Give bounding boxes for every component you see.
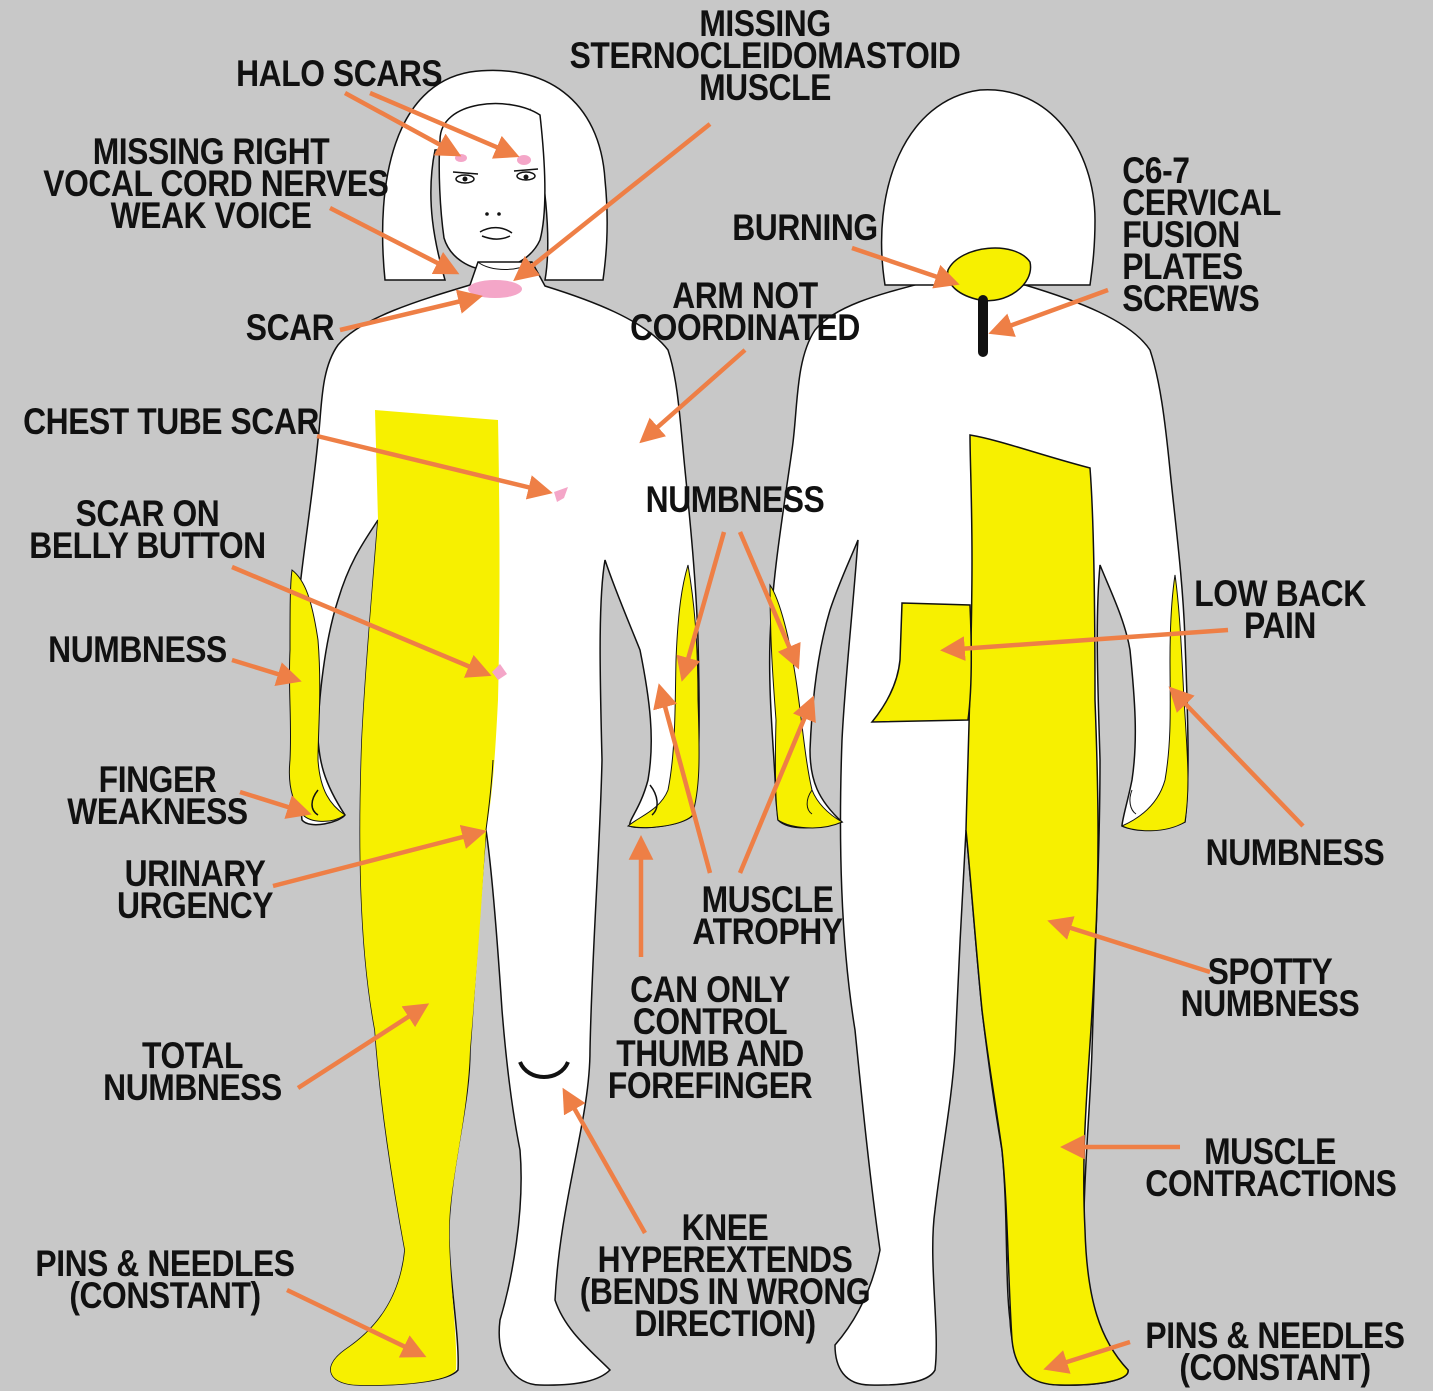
label-line: DIRECTION) [579,1308,871,1340]
label-line: NUMBNESS [100,1072,285,1104]
label-line: BURNING [728,212,883,244]
label-numbness-left: NUMBNESS [45,634,230,666]
label-line: NUMBNESS [1175,988,1364,1020]
label-line: URGENCY [109,890,281,922]
label-line: ATROPHY [675,916,860,948]
label-line: (CONSTANT) [32,1280,299,1312]
label-pins-back: PINS & NEEDLES(CONSTANT) [1142,1320,1409,1384]
label-spotty-numbness: SPOTTYNUMBNESS [1175,956,1364,1020]
label-pins-front: PINS & NEEDLES(CONSTANT) [32,1248,299,1312]
label-line: WEAKNESS [65,796,250,828]
arrow-numb-left [232,660,297,680]
arrow-numb-right [1172,690,1303,826]
label-halo-scars: HALO SCARS [236,58,434,90]
label-line: NUMBNESS [1200,837,1389,869]
label-line: COORDINATED [620,312,869,344]
label-line: WEAK VOICE [43,200,378,232]
front-figure [289,70,699,1385]
label-line: SCAR [243,312,338,344]
label-line: (CONSTANT) [1142,1352,1409,1384]
label-line: FOREFINGER [603,1070,818,1102]
label-line: HALO SCARS [236,58,434,90]
label-line: PAIN [1194,610,1366,642]
label-line: NUMBNESS [640,484,829,516]
halo-scar-right [517,155,531,165]
label-line: CHEST TUBE SCAR [23,406,307,438]
back-numb-area [966,435,1128,1385]
label-burning: BURNING [728,212,883,244]
label-line: SCREWS [1122,283,1273,315]
label-line: NUMBNESS [45,634,230,666]
label-line: MUSCLE [563,72,967,104]
label-chest-tube-scar: CHEST TUBE SCAR [23,406,307,438]
halo-scar-left [455,154,467,162]
label-scar: SCAR [243,312,338,344]
label-numbness-right: NUMBNESS [1200,837,1389,869]
label-line: CONTRACTIONS [1145,1168,1394,1200]
label-numbness-center: NUMBNESS [640,484,829,516]
label-line: BELLY BUTTON [29,530,266,562]
